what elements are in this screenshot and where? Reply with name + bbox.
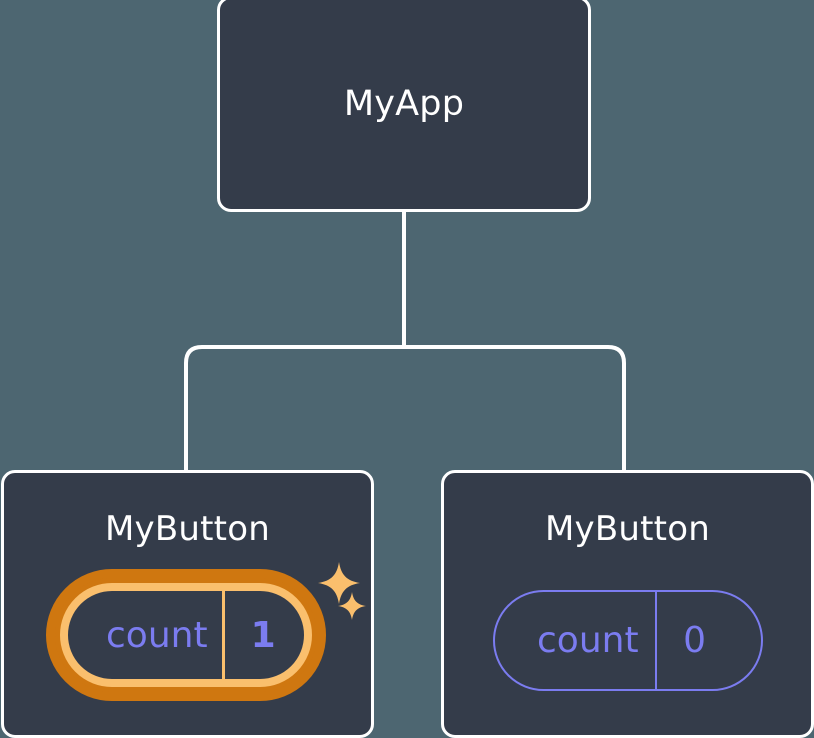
state-pill-left-body: count 1: [60, 583, 312, 687]
edge-branch-bar: [184, 345, 626, 470]
state-pill-right[interactable]: count 0: [493, 590, 763, 691]
state-pill-left[interactable]: count 1: [46, 569, 326, 701]
state-key-right: count: [537, 620, 639, 661]
node-myapp[interactable]: MyApp: [217, 0, 591, 212]
state-key-left: count: [106, 614, 208, 656]
state-pill-left-highlight-ring: count 1: [46, 569, 326, 701]
node-mybutton-right-label: MyButton: [545, 509, 710, 549]
state-value-right: 0: [654, 592, 751, 689]
node-myapp-label: MyApp: [343, 84, 465, 124]
sparkle-icon: [338, 592, 366, 620]
sparkle-icon: [318, 562, 360, 604]
state-pill-right-body: count 0: [493, 590, 763, 691]
state-value-left: 1: [221, 591, 316, 679]
node-mybutton-left-label: MyButton: [105, 509, 270, 549]
